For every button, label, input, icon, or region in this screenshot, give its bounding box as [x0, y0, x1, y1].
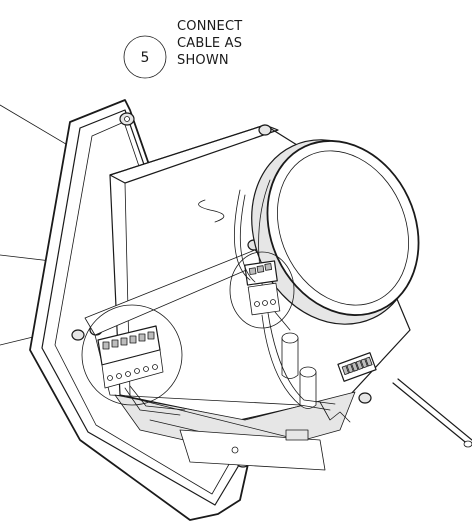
cable-exit — [392, 378, 472, 448]
lid-screw-left — [71, 329, 85, 341]
dip-switch — [337, 352, 377, 382]
mounting-bracket — [179, 429, 326, 471]
terminal-block-lower — [81, 304, 183, 406]
terminal-block-upper — [229, 251, 295, 329]
round-antenna-unit — [251, 139, 420, 331]
cable-wires — [124, 189, 351, 423]
capacitor-2 — [299, 366, 317, 409]
instruction-line-2: CABLE AS — [177, 36, 242, 51]
step-number-circle — [123, 35, 167, 79]
lid-screw-top — [119, 112, 135, 126]
capacitor-1 — [281, 332, 299, 379]
instruction-line-3: SHOWN — [177, 53, 229, 68]
box-screw-top — [258, 124, 272, 136]
box-screw-right — [358, 392, 372, 404]
step-number: 5 — [141, 50, 150, 66]
capacitors — [281, 332, 317, 409]
magnifier-circle-lower — [81, 304, 183, 406]
instruction-line-1: CONNECT — [177, 19, 242, 34]
step-callout: 5 CONNECT CABLE AS SHOWN — [123, 19, 242, 79]
magnifier-circle-upper — [229, 251, 295, 329]
